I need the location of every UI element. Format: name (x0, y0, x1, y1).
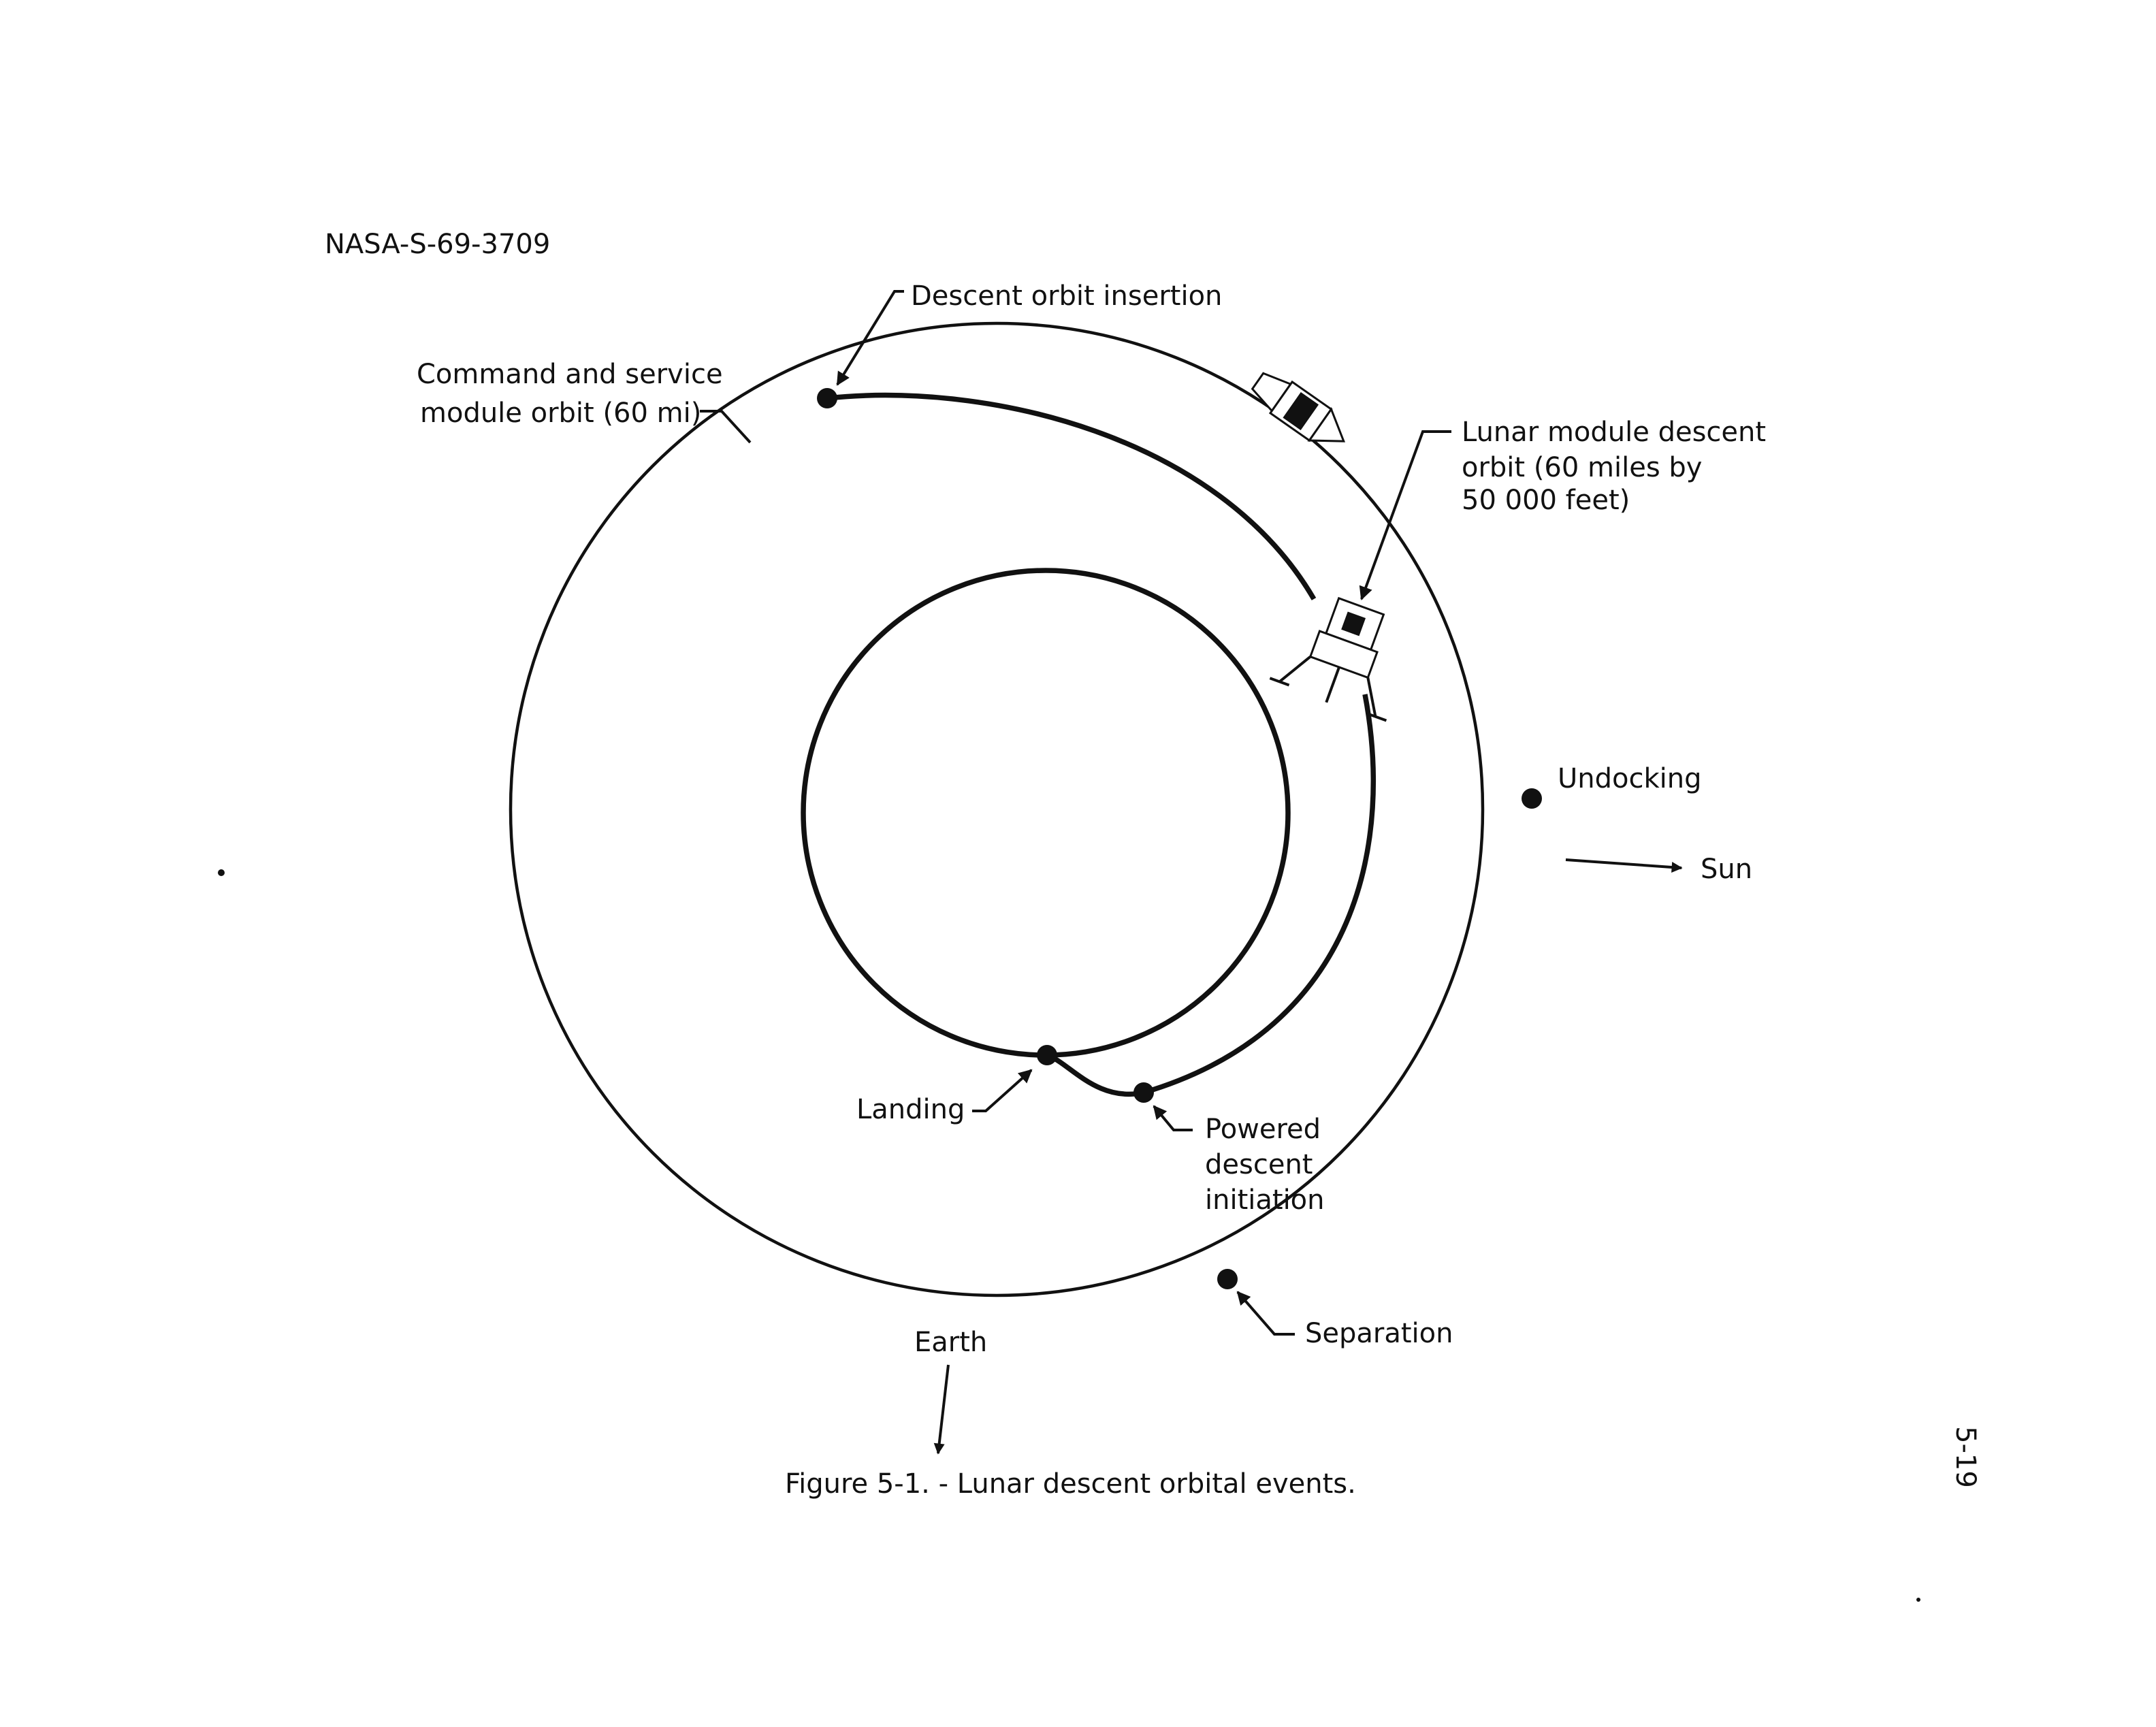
landing-label: Landing (856, 1094, 965, 1125)
descent-orbit-insertion-leader (836, 290, 904, 386)
figure-caption: Figure 5-1. - Lunar descent orbital even… (785, 1468, 1356, 1500)
landing-dot (1037, 1045, 1057, 1065)
csm-orbit-circle (509, 321, 1485, 1297)
earth-direction-arrow (933, 1364, 950, 1455)
document-id: NASA-S-69-3709 (325, 229, 550, 260)
lm-orbit-leader (1359, 430, 1451, 600)
scan-speck (218, 869, 225, 876)
powered-label-line1: Powered (1205, 1114, 1321, 1145)
powered-label-line3: initiation (1205, 1184, 1325, 1216)
separation-leader (1236, 1291, 1295, 1336)
earth-label: Earth (914, 1327, 987, 1358)
csm-orbit-leader (700, 410, 752, 444)
csm-orbit-label-line1: Command and service (417, 359, 723, 390)
page-number: 5-19 (1950, 1426, 1981, 1488)
lm-descent-orbit-path (826, 392, 1376, 1097)
sun-direction-arrow (1565, 858, 1683, 873)
powered-descent-initiation-dot (1133, 1082, 1154, 1103)
sun-label: Sun (1701, 854, 1752, 885)
undocking-dot (1522, 788, 1542, 809)
moon-surface-circle (801, 568, 1291, 1058)
lm-orbit-label-line3: 50 000 feet) (1462, 485, 1630, 516)
descent-orbit-insertion-dot (817, 388, 837, 408)
descent-orbit-insertion-label: Descent orbit insertion (911, 280, 1222, 312)
powered-label-line2: descent (1205, 1149, 1313, 1180)
separation-dot (1217, 1269, 1238, 1289)
landing-leader (972, 1069, 1033, 1112)
lm-orbit-label-line2: orbit (60 miles by (1462, 452, 1702, 483)
csm-orbit-label-line2: module orbit (60 mi) (420, 398, 701, 429)
lunar-module-icon (1269, 596, 1387, 722)
separation-label: Separation (1305, 1318, 1453, 1349)
powered-descent-leader (1153, 1105, 1193, 1131)
lm-orbit-label-line1: Lunar module descent (1462, 417, 1766, 448)
csm-spacecraft-icon (1251, 372, 1346, 442)
undocking-label: Undocking (1558, 763, 1702, 794)
scan-speck (1916, 1598, 1920, 1602)
